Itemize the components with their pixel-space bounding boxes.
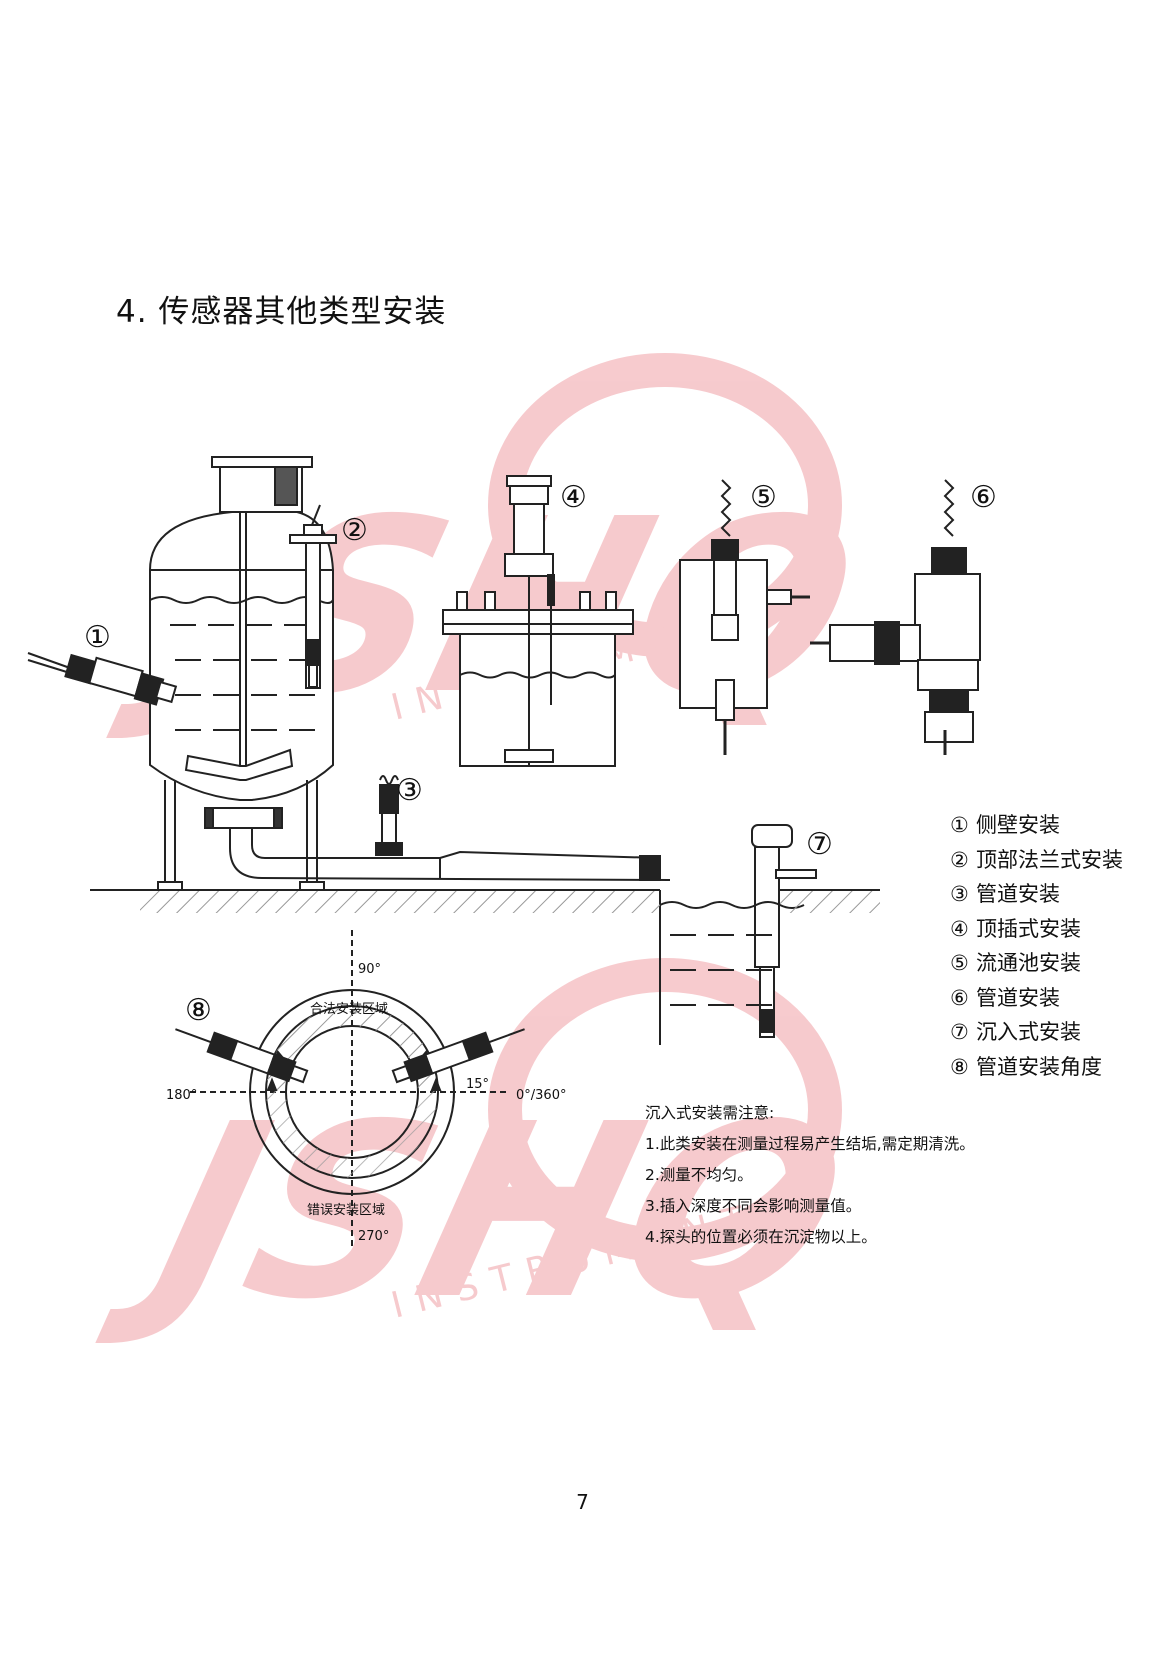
legend-number: ③ [950,882,969,906]
callout-2: ② [341,513,368,548]
legend-label: 管道安装角度 [976,1054,1102,1079]
legend-label: 管道安装 [976,882,1060,906]
installation-legend: ① 侧壁安装 ② 顶部法兰式安装 ③ 管道安装 ④ 顶插式安装 ⑤ 流通池安装 ⑥ 管道安装… [950,808,1123,1084]
legend-item: ② 顶部法兰式安装 [950,843,1123,878]
legend-item: ③ 管道安装 [950,877,1123,912]
legend-number: ⑦ [950,1020,969,1044]
angle-15: 15° [466,1077,489,1092]
legend-number: ② [950,847,969,872]
legend-label: 侧壁安装 [976,813,1060,837]
submersion-notes: 沉入式安装需注意: 1.此类安装在测量过程易产生结垢,需定期清洗。 2.测量不均… [645,1098,975,1253]
legend-item: ⑦ 沉入式安装 [950,1015,1123,1050]
angle-270: 270° [358,1229,389,1244]
tank [149,456,671,891]
callout-6: ⑥ [970,480,997,515]
note-item: 2.测量不均匀。 [645,1166,753,1184]
zone-legal-label: 合法安装区域 [310,1002,388,1017]
legend-number: ⑤ [950,951,969,975]
callout-7: ⑦ [806,827,833,862]
sensor-top-flange [289,504,337,689]
legend-number: ④ [950,916,969,941]
callout-5: ⑤ [750,480,777,515]
callout-1: ① [84,620,111,655]
callout-3: ③ [396,773,423,808]
legend-item: ⑥ 管道安装 [950,981,1123,1016]
sensor-submerged [659,824,817,1045]
watermark-bottom: JSHQ INSTRUMENT [93,958,870,1352]
sensor-flow-cell [679,479,810,755]
callout-4: ④ [560,480,587,515]
angle-diagram [175,930,525,1250]
legend-item: ⑤ 流通池安装 [950,946,1123,981]
page-number: 7 [576,1490,589,1514]
legend-item: ⑧ 管道安装角度 [950,1050,1123,1085]
legend-number: ⑥ [950,985,969,1010]
sensor-pipe-tee [810,479,981,755]
legend-label: 管道安装 [976,985,1060,1010]
note-item: 1.此类安装在测量过程易产生结垢,需定期清洗。 [645,1135,975,1153]
note-item: 4.探头的位置必须在沉淀物以上。 [645,1228,877,1246]
legend-item: ① 侧壁安装 [950,808,1123,843]
sensor-top-insertion [442,475,634,767]
legend-label: 沉入式安装 [976,1020,1081,1044]
zone-wrong-label: 错误安装区域 [307,1203,385,1218]
sensor-pipe-3 [375,775,661,881]
note-item: 3.插入深度不同会影响测量值。 [645,1197,862,1215]
legend-number: ⑧ [950,1054,969,1079]
legend-label: 流通池安装 [976,951,1081,975]
section-title: 4. 传感器其他类型安装 [116,294,447,330]
notes-heading: 沉入式安装需注意: [645,1104,775,1122]
legend-label: 顶部法兰式安装 [976,847,1123,872]
angle-180: 180° [166,1088,197,1103]
angle-90: 90° [358,962,381,977]
sensor-side-wall [27,652,178,706]
angle-0-360: 0°/360° [516,1088,566,1103]
callout-8: ⑧ [185,993,212,1028]
watermark-logo-text-bottom: JSHQ [93,1073,870,1352]
legend-label: 顶插式安装 [976,916,1081,941]
legend-item: ④ 顶插式安装 [950,912,1123,947]
legend-number: ① [950,813,969,837]
